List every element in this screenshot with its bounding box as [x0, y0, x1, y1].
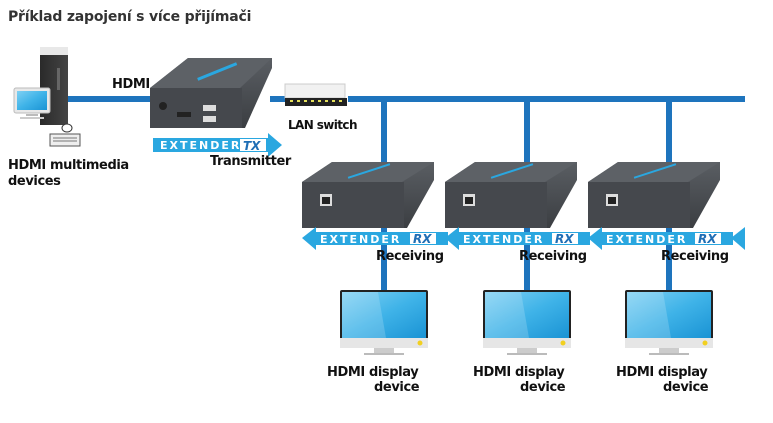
transmitter-label: Transmitter — [210, 154, 291, 169]
multimedia-source-icon — [13, 47, 81, 147]
page-title: Příklad zapojení s více přijímači — [8, 9, 252, 25]
display-3-label-line2: device — [663, 380, 709, 395]
rx2-banner-suffix: RX — [555, 232, 574, 246]
display-monitor-1-icon — [340, 290, 428, 355]
rx2-banner-text: EXTENDER — [463, 233, 544, 246]
display-2-label-line2: device — [520, 380, 566, 395]
display-1-label-line1: HDMI display — [327, 365, 419, 380]
tx-banner-suffix: TX — [243, 139, 261, 153]
tx-to-switch-cable — [270, 96, 290, 102]
receiver-2-label: Receiving — [519, 249, 587, 264]
display-2-label-line1: HDMI display — [473, 365, 565, 380]
lan-switch-icon — [284, 83, 347, 106]
display-monitor-3-icon — [625, 290, 713, 355]
extender-rx-banner-2: EXTENDER RX — [445, 227, 590, 250]
receiver-2-icon — [445, 162, 577, 228]
source-label-line2: devices — [8, 174, 61, 189]
display-1-label-line2: device — [374, 380, 420, 395]
transmitter-device-icon — [150, 58, 272, 128]
extender-rx-banner-1: EXTENDER RX — [302, 227, 448, 250]
receiver-1-icon — [302, 162, 434, 228]
receiver-3-icon — [588, 162, 720, 228]
lan-bus-cable — [348, 96, 745, 102]
extender-rx-banner-3: EXTENDER RX — [588, 227, 745, 250]
display-monitor-2-icon — [483, 290, 571, 355]
source-label-line1: HDMI multimedia — [8, 158, 129, 173]
hdmi-cable-label: HDMI — [112, 77, 150, 92]
rx1-banner-text: EXTENDER — [320, 233, 401, 246]
lan-switch-label: LAN switch — [288, 118, 357, 132]
display-3-label-line1: HDMI display — [616, 365, 708, 380]
rx1-banner-suffix: RX — [413, 232, 432, 246]
receiver-3-label: Receiving — [661, 249, 729, 264]
rx3-banner-suffix: RX — [698, 232, 717, 246]
tx-banner-text: EXTENDER — [160, 139, 241, 152]
receiver-1-label: Receiving — [376, 249, 444, 264]
hdmi-cable — [62, 96, 172, 102]
rx3-banner-text: EXTENDER — [606, 233, 687, 246]
extender-tx-banner: EXTENDER TX — [153, 133, 282, 157]
